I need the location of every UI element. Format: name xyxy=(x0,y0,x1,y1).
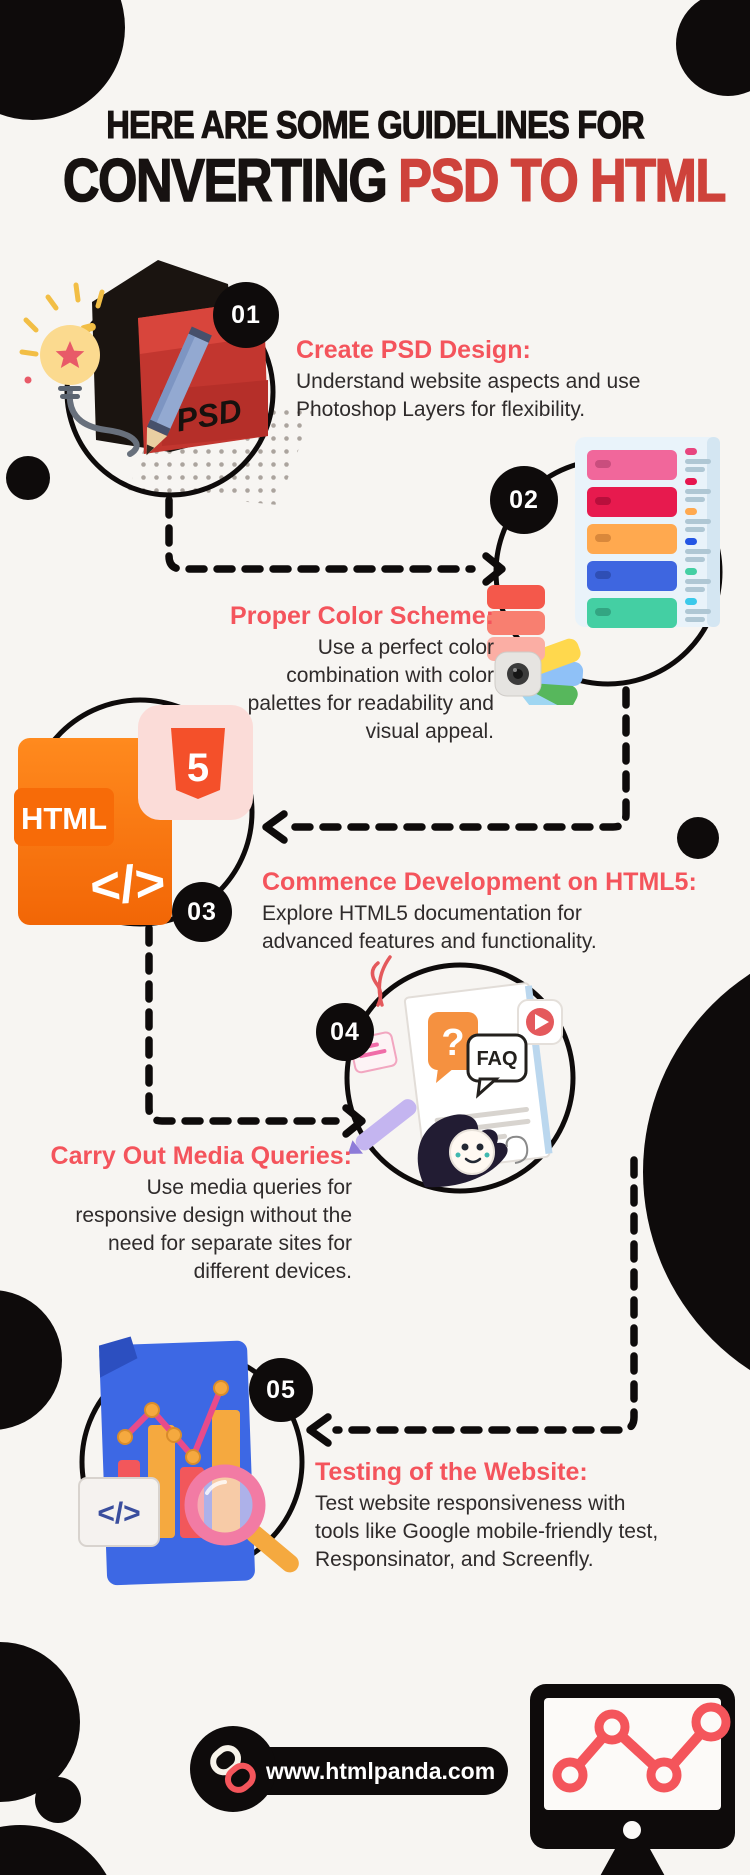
color-palette-illustration xyxy=(487,437,723,705)
spark-lines xyxy=(19,282,105,357)
step-5-description: Test website responsiveness with tools l… xyxy=(315,1492,659,1571)
step-3-badge: 03 xyxy=(172,882,232,942)
html-file-icon: </> HTML xyxy=(14,738,172,925)
connector-1 xyxy=(165,496,476,573)
step-4-badge: 04 xyxy=(316,1003,374,1061)
svg-text:?: ? xyxy=(441,1022,464,1064)
html5-illustration: </> HTML 5 xyxy=(14,697,255,927)
step-5-text: Testing of the Website: Test website res… xyxy=(315,1456,735,1574)
faq-bubble: FAQ xyxy=(466,1033,528,1099)
line-chart xyxy=(117,1380,229,1465)
step-4-title: Carry Out Media Queries: xyxy=(50,1142,352,1170)
step-1-badge: 01 xyxy=(213,282,279,348)
testing-illustration: </> xyxy=(78,1336,305,1586)
svg-text:FAQ: FAQ xyxy=(476,1048,517,1070)
smiley-face-icon xyxy=(449,1129,495,1175)
step-2-text: Proper Color Scheme: Use a perfect color… xyxy=(164,600,494,746)
decor-dot-left xyxy=(6,456,50,500)
svg-text:</>: </> xyxy=(97,1497,140,1530)
play-bubble xyxy=(517,999,563,1045)
pencil-icon xyxy=(146,326,212,456)
connector-4-arrow-icon xyxy=(306,1413,332,1447)
step-5-title: Testing of the Website: xyxy=(315,1458,588,1486)
faq-illustration: ? FAQ xyxy=(344,955,576,1194)
connector-2-arrow-icon xyxy=(262,810,288,844)
decor-dot-bottom-left xyxy=(35,1777,81,1823)
html5-logo: 5 xyxy=(138,705,253,820)
step-3-description: Explore HTML5 documentation for advanced… xyxy=(262,902,597,953)
svg-text:HTML: HTML xyxy=(21,801,107,836)
connector-2 xyxy=(288,686,630,831)
step-5-badge: 05 xyxy=(249,1358,313,1422)
step-4-text: Carry Out Media Queries: Use media queri… xyxy=(0,1140,352,1286)
step-4-circle xyxy=(344,962,576,1194)
step-1-text: Create PSD Design: Understand website as… xyxy=(296,334,676,424)
palette-list xyxy=(685,448,711,622)
step-3-text: Commence Development on HTML5: Explore H… xyxy=(262,866,732,956)
header-line2-black: CONVERTING xyxy=(62,146,388,215)
color-palette-panel xyxy=(575,437,720,628)
graph-line xyxy=(552,1702,731,1793)
swatch-fan-icon xyxy=(487,585,584,705)
step-2-badge: 02 xyxy=(490,466,558,534)
step-1-title: Create PSD Design: xyxy=(296,336,531,364)
connector-3 xyxy=(145,924,340,1125)
header-line2-red: PSD TO HTML xyxy=(398,146,727,215)
magnifier-icon xyxy=(184,1464,299,1573)
svg-text:5: 5 xyxy=(187,746,209,790)
svg-text:</>: </> xyxy=(88,853,167,916)
question-bubble: ? xyxy=(428,1012,478,1083)
code-card: </> xyxy=(78,1477,160,1547)
step-2-title: Proper Color Scheme: xyxy=(230,602,494,630)
gray-curl xyxy=(505,1135,529,1164)
decor-dot-right xyxy=(677,817,719,859)
step-3-title: Commence Development on HTML5: xyxy=(262,868,697,896)
red-squiggle xyxy=(370,955,392,1007)
connector-4 xyxy=(332,1156,638,1434)
step-2-description: Use a perfect color combination with col… xyxy=(247,636,494,743)
step-4-description: Use media queries for responsive design … xyxy=(75,1176,352,1283)
monitor-icon xyxy=(530,1684,735,1875)
chain-link-icon xyxy=(210,1745,256,1793)
connector-1-arrow-icon xyxy=(482,552,506,586)
psd-design-illustration: PSD xyxy=(19,260,315,505)
step-1-description: Understand website aspects and use Photo… xyxy=(296,370,641,421)
play-icon xyxy=(535,1014,549,1030)
website-url: www.htmlpanda.com xyxy=(266,1758,496,1784)
lightbulb-icon xyxy=(19,282,140,457)
header-line-1: HERE ARE SOME GUIDELINES FOR xyxy=(106,103,645,147)
